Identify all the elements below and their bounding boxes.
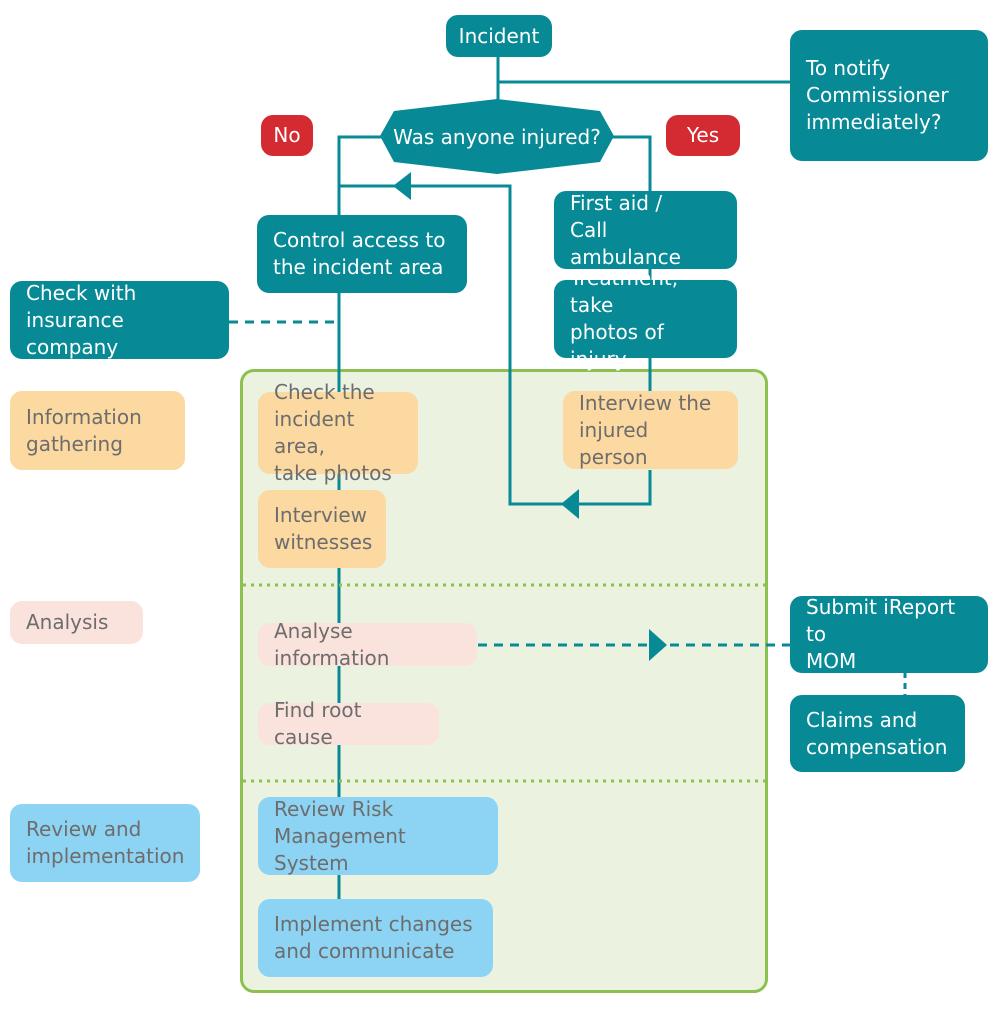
line-return-loop bbox=[339, 184, 652, 506]
injury-decision: Was anyone injured? bbox=[380, 99, 614, 174]
line-no-branch bbox=[337, 135, 382, 395]
notify-commissioner-node: To notify Commissioner immediately? bbox=[790, 30, 988, 161]
submit-ireport-node: Submit iReport to MOM bbox=[790, 595, 988, 673]
arrow-right-icon bbox=[649, 629, 667, 661]
phase-information-gathering: Information gathering bbox=[10, 391, 185, 470]
review-rms-node: Review Risk Management System bbox=[258, 797, 498, 875]
control-access-node: Control access to the incident area bbox=[257, 215, 467, 293]
phase-review-implementation: Review and implementation bbox=[10, 804, 200, 882]
treatment-node: Treatment, take photos of injury bbox=[554, 266, 737, 371]
decision-label: Was anyone injured? bbox=[393, 124, 601, 149]
incident-node: Incident bbox=[446, 15, 552, 57]
arrow-left-icon bbox=[561, 489, 579, 519]
no-badge: No bbox=[261, 115, 313, 156]
decision-hexagon-icon bbox=[380, 99, 614, 174]
insurance-node: Check with insurance company bbox=[10, 281, 229, 359]
interview-witnesses-node: Interview witnesses bbox=[258, 490, 386, 568]
arrow-left-icon bbox=[393, 172, 411, 200]
yes-badge: Yes bbox=[666, 115, 740, 156]
analyse-information-node: Analyse information bbox=[258, 619, 477, 670]
claims-compensation-node: Claims and compensation bbox=[790, 695, 965, 772]
interview-injured-node: Interview the injured person bbox=[563, 391, 738, 469]
first-aid-node: First aid / Call ambulance bbox=[554, 191, 737, 269]
phase-analysis: Analysis bbox=[10, 601, 143, 644]
implement-changes-node: Implement changes and communicate bbox=[258, 899, 493, 977]
check-area-node: Check the incident area, take photos bbox=[258, 380, 418, 485]
root-cause-node: Find root cause bbox=[258, 698, 439, 749]
